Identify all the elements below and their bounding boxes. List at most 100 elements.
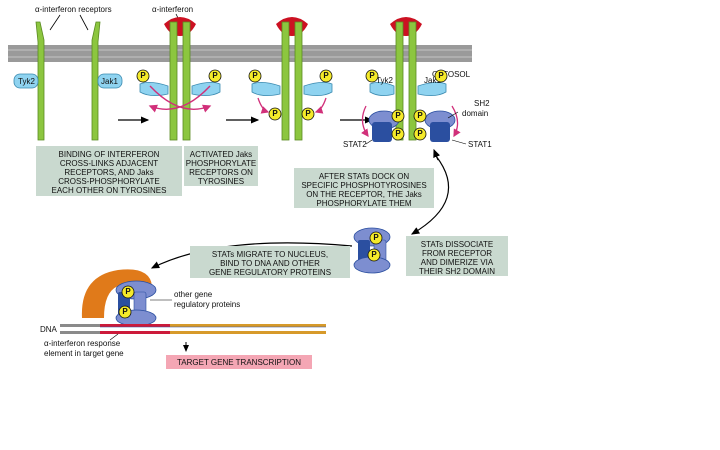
caption-line: AFTER STATs DOCK ON bbox=[319, 172, 410, 181]
nuclear-stat-dimer bbox=[115, 280, 157, 327]
phospho-group: P bbox=[118, 305, 132, 319]
phospho-group: P bbox=[121, 285, 135, 299]
phospho-group: P bbox=[413, 109, 427, 123]
cytosol-label: CYTOSOL bbox=[432, 70, 471, 79]
phospho-group: P bbox=[367, 248, 381, 262]
svg-text:P: P bbox=[371, 250, 377, 259]
stage4-jak1: Jak1 bbox=[417, 76, 447, 96]
stage3-interferon bbox=[276, 17, 308, 36]
caption-line: FROM RECEPTOR bbox=[422, 249, 492, 258]
caption-line: BIND TO DNA AND OTHER bbox=[220, 259, 320, 268]
other-gene-proteins-label: other gene regulatory proteins bbox=[174, 290, 240, 309]
caption-migrate: STATs MIGRATE TO NUCLEUS,BIND TO DNA AND… bbox=[190, 246, 350, 278]
svg-text:P: P bbox=[417, 129, 423, 138]
dissociation-arrow bbox=[410, 155, 450, 235]
phospho-group: P bbox=[248, 69, 262, 83]
caption-line: PHOSPHORYLATE bbox=[186, 159, 256, 168]
caption-line: CROSS-LINKS ADJACENT bbox=[60, 159, 158, 168]
stat1-label: STAT1 bbox=[468, 140, 492, 149]
svg-text:P: P bbox=[438, 71, 444, 80]
phospho-group: P bbox=[391, 109, 405, 123]
target-gene-transcription-box: TARGET GENE TRANSCRIPTION bbox=[166, 355, 312, 369]
caption-line: RECEPTORS, AND Jaks bbox=[64, 168, 153, 177]
stat2-label: STAT2 bbox=[343, 140, 367, 149]
stage3-jak-left bbox=[251, 82, 281, 96]
stage2-jak-right bbox=[191, 82, 221, 96]
response-element-label: α-interferon response element in target … bbox=[44, 339, 124, 358]
phospho-group: P bbox=[369, 231, 383, 245]
phospho-group: P bbox=[268, 107, 282, 121]
svg-text:TARGET GENE TRANSCRIPTION: TARGET GENE TRANSCRIPTION bbox=[177, 358, 301, 367]
svg-text:P: P bbox=[212, 71, 218, 80]
cross-phosphorylation-arrows bbox=[148, 85, 212, 113]
interferon-label: α-interferon bbox=[152, 5, 193, 14]
caption-line: SPECIFIC PHOSPHOTYROSINES bbox=[301, 181, 426, 190]
dna-label: DNA bbox=[40, 325, 58, 334]
svg-text:P: P bbox=[140, 71, 146, 80]
caption-line: ON THE RECEPTOR, THE Jaks bbox=[306, 190, 422, 199]
svg-text:P: P bbox=[305, 109, 311, 118]
svg-text:P: P bbox=[373, 233, 379, 242]
phospho-group: P bbox=[136, 69, 150, 83]
phospho-group: P bbox=[301, 107, 315, 121]
interferon-receptors-label: α-interferon receptors bbox=[35, 5, 112, 14]
caption-line: ACTIVATED Jaks bbox=[190, 150, 252, 159]
caption-line: STATs DISSOCIATE bbox=[421, 240, 493, 249]
svg-text:P: P bbox=[395, 129, 401, 138]
caption-line: PHOSPHORYLATE THEM bbox=[316, 199, 411, 208]
svg-text:P: P bbox=[272, 109, 278, 118]
phospho-group: P bbox=[208, 69, 222, 83]
svg-text:Jak1: Jak1 bbox=[424, 76, 441, 85]
phospho-group: P bbox=[434, 69, 448, 83]
phospho-group: P bbox=[365, 69, 379, 83]
stage3-receptors bbox=[281, 21, 303, 141]
stage3-jak-right bbox=[303, 82, 333, 96]
caption-line: RECEPTORS ON bbox=[189, 168, 253, 177]
stage2-receptors bbox=[169, 21, 191, 141]
phospho-group: P bbox=[391, 127, 405, 141]
caption-line: TYROSINES bbox=[198, 177, 244, 186]
svg-text:P: P bbox=[125, 287, 131, 296]
svg-text:P: P bbox=[122, 307, 128, 316]
stat1-protein bbox=[424, 110, 456, 142]
dna-strand bbox=[60, 324, 326, 334]
sh2-label: SH2 domain bbox=[462, 99, 492, 118]
migration-arrow bbox=[150, 242, 353, 269]
caption-line: BINDING OF INTERFERON bbox=[59, 150, 160, 159]
stage4-interferon bbox=[390, 17, 422, 36]
stage1-jak1: Jak1 bbox=[97, 73, 123, 89]
plasma-membrane bbox=[8, 45, 472, 62]
stage1-receptor-right bbox=[91, 21, 101, 141]
svg-text:P: P bbox=[252, 71, 258, 80]
phospho-group: P bbox=[413, 127, 427, 141]
svg-text:Jak1: Jak1 bbox=[101, 77, 118, 86]
caption-line: EACH OTHER ON TYROSINES bbox=[52, 186, 167, 195]
svg-text:P: P bbox=[395, 111, 401, 120]
stat2-protein bbox=[368, 110, 400, 142]
caption-line: THEIR SH2 DOMAIN bbox=[419, 267, 495, 276]
svg-text:P: P bbox=[323, 71, 329, 80]
caption-line: GENE REGULATORY PROTEINS bbox=[209, 268, 331, 277]
stage1-receptor-left bbox=[35, 21, 45, 141]
caption-line: CROSS-PHOSPHORYLATE bbox=[58, 177, 160, 186]
svg-text:Tyk2: Tyk2 bbox=[18, 77, 35, 86]
svg-text:P: P bbox=[369, 71, 375, 80]
stage2-interferon bbox=[164, 17, 196, 36]
svg-text:P: P bbox=[417, 111, 423, 120]
svg-text:Tyk2: Tyk2 bbox=[376, 76, 393, 85]
phospho-group: P bbox=[319, 69, 333, 83]
caption-line: STATs MIGRATE TO NUCLEUS, bbox=[212, 250, 328, 259]
stage1-tyk2: Tyk2 bbox=[13, 73, 39, 89]
stage4-tyk2: Tyk2 bbox=[369, 76, 395, 96]
svg-text:STATs MIGRATE TO NUCLEUS,BIND: STATs MIGRATE TO NUCLEUS,BIND TO DNA AND… bbox=[209, 250, 331, 277]
stage2-jak-left bbox=[139, 82, 169, 96]
caption-line: AND DIMERIZE VIA bbox=[421, 258, 494, 267]
